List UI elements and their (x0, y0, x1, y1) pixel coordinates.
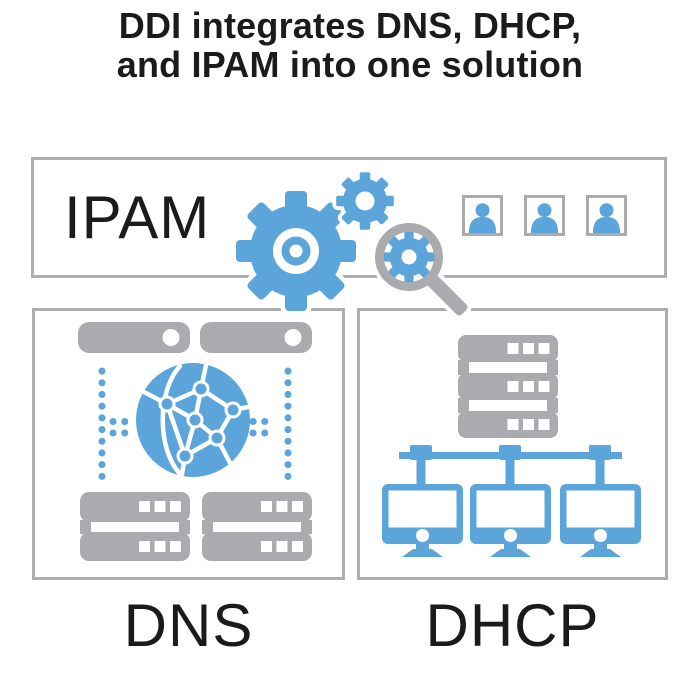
monitor-icon (470, 484, 551, 557)
user-badge (462, 195, 503, 236)
magnifier-gear-icon (371, 219, 472, 320)
title-line-1: DDI integrates DNS, DHCP, (118, 5, 582, 46)
page-title: DDI integrates DNS, DHCP, and IPAM into … (0, 6, 700, 84)
server-bar-icon (200, 322, 312, 353)
gear-cluster (220, 165, 472, 320)
monitor-icon (382, 484, 463, 557)
user-badge (586, 195, 627, 236)
monitor-icon (560, 484, 641, 557)
gear-icon-large (236, 191, 356, 311)
dhcp-label: DHCP (425, 592, 600, 659)
user-badge (524, 195, 565, 236)
network-globe-icon (136, 362, 251, 477)
network-bus-icon (399, 445, 622, 486)
server-stack-icon (458, 335, 558, 438)
gear-icon-small (336, 172, 394, 230)
server-bar-icon (78, 322, 190, 353)
dotted-link-left (98, 367, 140, 491)
user-badges (462, 195, 627, 236)
user-icon (530, 203, 559, 233)
server-stack-icon (202, 492, 312, 561)
title-line-2: and IPAM into one solution (116, 44, 584, 85)
dotted-link-right (249, 367, 292, 491)
user-icon (592, 203, 621, 233)
dhcp-diagram (382, 335, 641, 557)
ipam-label: IPAM (64, 184, 211, 251)
user-icon (468, 203, 497, 233)
server-stack-icon (80, 492, 190, 561)
dns-label: DNS (123, 592, 254, 659)
dns-diagram (78, 322, 312, 561)
